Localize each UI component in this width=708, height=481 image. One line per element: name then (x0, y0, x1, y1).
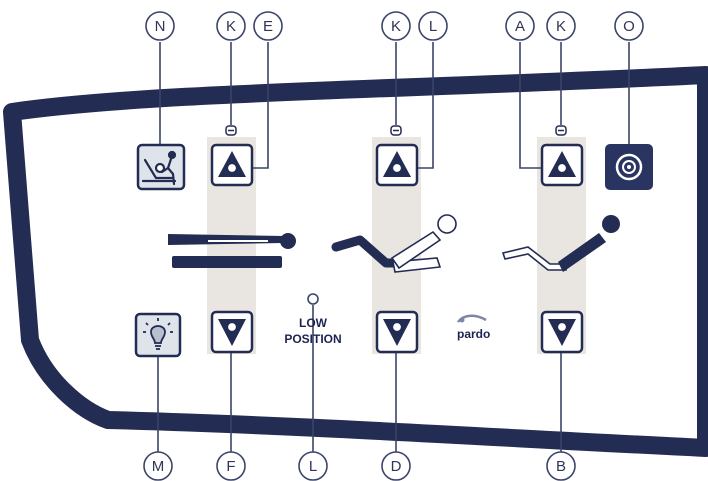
callout-label: D (391, 458, 402, 475)
padlock-indicator-icon (225, 125, 237, 136)
callout-label: O (623, 18, 635, 35)
callout-top-k1: K (216, 11, 246, 41)
callout-label: M (152, 458, 165, 475)
light-button[interactable] (134, 312, 182, 358)
low-position-led (307, 293, 319, 305)
callout-label: B (556, 458, 566, 475)
padlock-indicator-icon (555, 125, 567, 136)
light-bulb-icon (143, 318, 173, 350)
triangle-down-icon (218, 319, 246, 346)
panel-frame (3, 66, 708, 457)
callout-top-l: L (418, 11, 448, 41)
backrest-pictogram (501, 215, 620, 272)
nurse-position-button[interactable] (136, 143, 186, 191)
back-down-button[interactable] (540, 310, 584, 354)
thigh-up-button[interactable] (375, 143, 419, 187)
brand-logo: pardo (457, 314, 490, 341)
power-button[interactable] (605, 144, 653, 190)
bed-height-pictogram (168, 233, 296, 268)
callout-top-o: O (614, 11, 644, 41)
padlock-indicator-icon (390, 125, 402, 136)
callout-label: L (309, 458, 317, 475)
triangle-down-icon (383, 319, 411, 346)
person-with-bed-icon (141, 150, 177, 186)
callout-bottom-d: D (381, 451, 411, 481)
callout-label: L (429, 18, 437, 35)
callout-label: N (155, 18, 166, 35)
callout-label: K (556, 18, 566, 35)
callout-top-a: A (505, 11, 535, 41)
back-up-button[interactable] (540, 143, 584, 187)
callout-bottom-l: L (298, 451, 328, 481)
callout-label: F (226, 458, 235, 475)
callout-top-k2: K (381, 11, 411, 41)
thigh-rest-pictogram (331, 214, 457, 273)
callout-label: K (226, 18, 236, 35)
all-down-button[interactable] (210, 310, 254, 354)
callout-label: E (263, 18, 273, 35)
callout-bottom-f: F (216, 451, 246, 481)
brand-name: pardo (457, 327, 490, 341)
callout-top-k3: K (546, 11, 576, 41)
thigh-down-button[interactable] (375, 310, 419, 354)
callout-bottom-b: B (546, 451, 576, 481)
callout-label: K (391, 18, 401, 35)
callout-bottom-m: M (143, 451, 173, 481)
callout-top-n: N (145, 11, 175, 41)
power-button-icon (615, 153, 643, 181)
triangle-down-icon (548, 319, 576, 346)
callout-top-e: E (253, 11, 283, 41)
low-position-label-line2: POSITION (284, 332, 341, 346)
callout-label: A (515, 18, 525, 35)
all-up-button[interactable] (210, 143, 254, 187)
low-position-label-line1: LOW (299, 316, 328, 330)
